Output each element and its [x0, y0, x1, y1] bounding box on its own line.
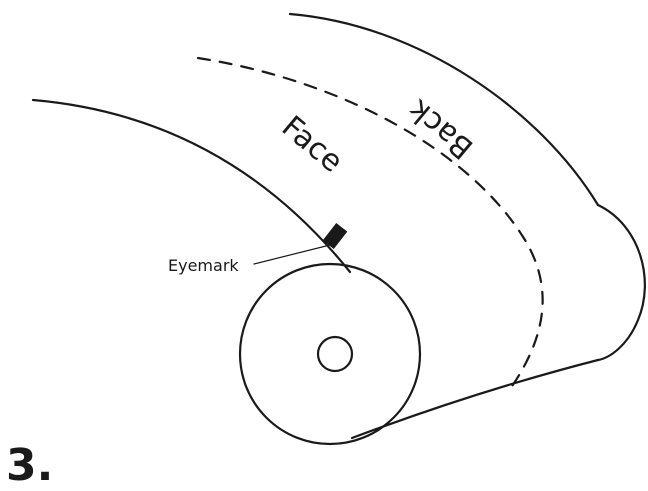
web-face-edge: [31, 98, 352, 274]
roll-core: [316, 335, 354, 373]
eyemark-leader: [253, 244, 331, 265]
web-fold-line: [196, 56, 544, 394]
roll-bottom-line: [350, 358, 600, 440]
roll-near-end: [238, 262, 422, 446]
back-label: Back: [401, 92, 480, 166]
web-back-edge: [288, 12, 600, 207]
eyemark-marker: [322, 223, 348, 249]
eyemark-label: Eyemark: [168, 256, 239, 275]
step-number: 3.: [6, 440, 53, 491]
face-label: Face: [275, 109, 349, 179]
roll-far-end: [596, 203, 646, 362]
